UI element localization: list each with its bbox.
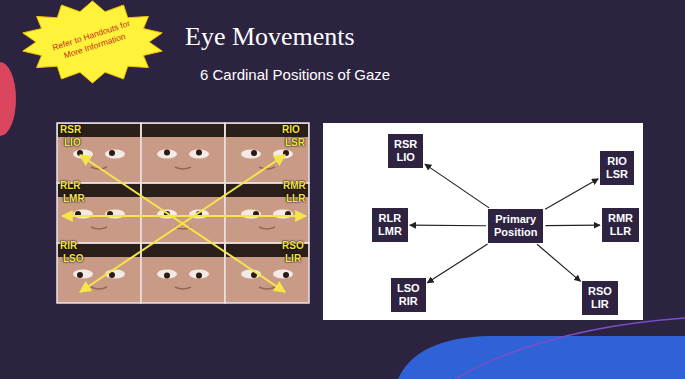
box-text: RIO LSR (606, 155, 628, 181)
muscle-label: RMR (283, 180, 306, 192)
starburst-note: Refer to Handouts for More Information (20, 0, 165, 84)
muscle-box: RLR LMR (372, 208, 408, 242)
muscle-label: RSO (282, 240, 304, 252)
muscle-label: RIR (60, 240, 77, 252)
muscle-label: LSO (63, 253, 84, 265)
muscle-box: LSO RIR (391, 278, 426, 312)
muscle-label: LSR (285, 137, 305, 149)
muscle-box: RSO LIR (582, 281, 618, 315)
box-text: RSR LIO (394, 138, 417, 164)
muscle-label: LIO (64, 137, 81, 149)
muscle-box: Primary Position (488, 209, 543, 243)
muscle-box: RMR LLR (602, 208, 639, 242)
box-text: LSO RIR (397, 282, 420, 308)
muscle-label: LIR (285, 253, 301, 265)
muscle-label: RIO (282, 124, 300, 136)
muscle-box: RSR LIO (388, 134, 423, 168)
starburst-outline (23, 1, 162, 83)
gaze-arrow (545, 179, 598, 209)
gaze-arrow (410, 225, 486, 227)
muscle-label: RSR (60, 124, 81, 136)
muscle-label: LMR (63, 193, 85, 205)
box-text: Primary Position (494, 213, 537, 239)
muscle-box: RIO LSR (600, 151, 634, 185)
box-text: RMR LLR (608, 212, 633, 238)
accent-curve (455, 318, 685, 379)
accent-shape (0, 62, 16, 136)
gaze-arrows (62, 155, 306, 292)
gaze-arrow (537, 244, 580, 281)
gaze-arrow (427, 244, 487, 283)
subtitle: 6 Cardinal Positions of Gaze (200, 66, 390, 83)
muscle-label: LLR (286, 193, 305, 205)
eye-photo-grid (57, 123, 309, 303)
box-text: RLR LMR (378, 212, 402, 238)
muscle-label: RLR (60, 180, 81, 192)
diagram-panel (323, 123, 643, 320)
slide-title: Eye Movements (185, 22, 355, 52)
gaze-arrow (545, 225, 600, 227)
box-text: RSO LIR (588, 285, 612, 311)
gaze-arrow (425, 164, 489, 208)
